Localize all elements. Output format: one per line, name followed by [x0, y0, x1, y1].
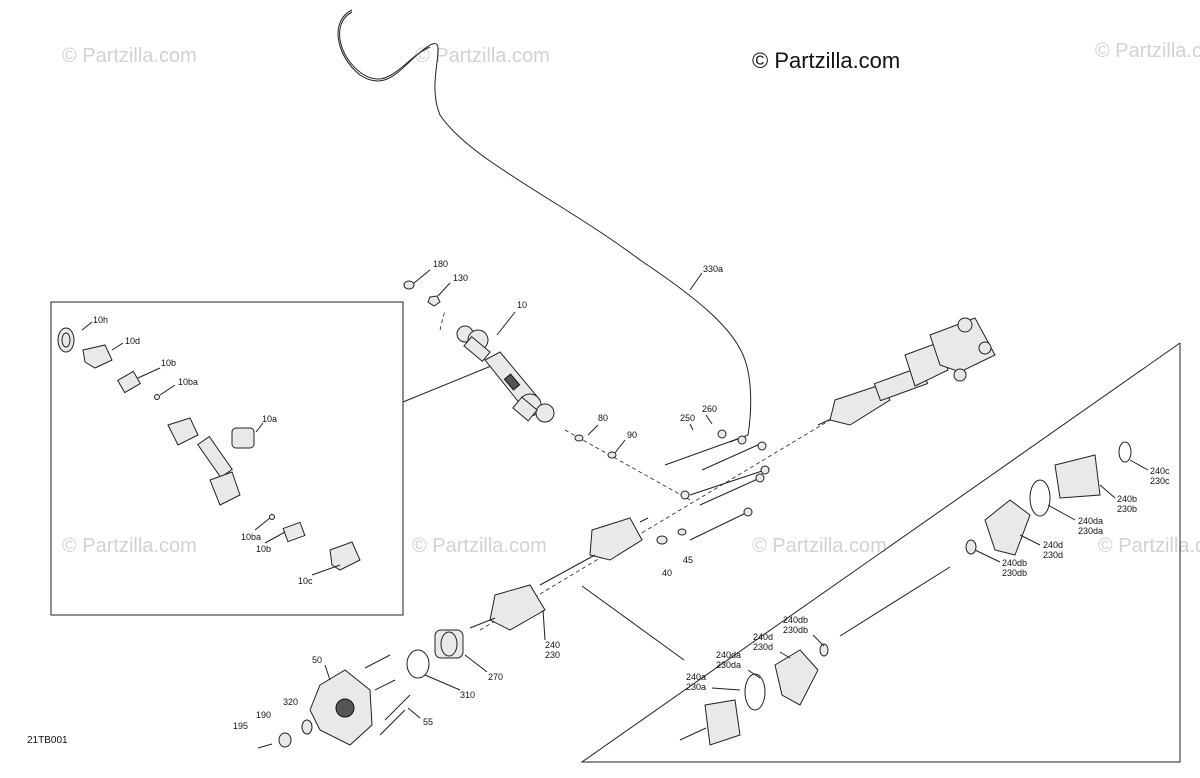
watermark-top-left: © Partzilla.com: [62, 45, 197, 67]
watermark-mid-left: © Partzilla.com: [62, 535, 197, 557]
callout-330a: 330a: [703, 264, 723, 274]
cable-330a: [337, 9, 752, 443]
axis-propshaft: [564, 429, 691, 501]
callout-240d-lower: 240d: [753, 632, 773, 642]
callout-45: 45: [683, 555, 693, 565]
callout-310: 310: [460, 690, 475, 700]
callout-240db-lower: 240db: [783, 615, 808, 625]
callout-10ba-lower: 10ba: [241, 532, 261, 542]
nuts-40-45: [656, 528, 687, 545]
front-drive-axle-upper: [817, 317, 996, 426]
callout-labels: 180 130 10 330a 80 90 250 260 40 45 240 …: [93, 259, 1170, 731]
callout-10b: 10b: [161, 358, 176, 368]
callout-240d: 240d: [1043, 540, 1063, 550]
detail-frame-right: [580, 342, 1181, 763]
callout-260: 260: [702, 404, 717, 414]
pin-195: [257, 743, 273, 749]
callout-10: 10: [517, 300, 527, 310]
bolt-80: [574, 434, 584, 442]
callout-230a: 230a: [686, 682, 706, 692]
front-drive-axle-240-230: [469, 517, 649, 631]
callout-50: 50: [312, 655, 322, 665]
brand-copyright: © Partzilla.com: [752, 48, 900, 73]
diagram-code: 21TB001: [27, 735, 68, 746]
watermark-mid-far-right: © Partzilla.com: [1098, 535, 1200, 557]
callout-leaders: [81, 269, 1149, 719]
callout-90: 90: [627, 430, 637, 440]
callout-10d: 10d: [125, 336, 140, 346]
callout-240: 240: [545, 640, 560, 650]
nut-190: [278, 732, 292, 748]
callout-195: 195: [233, 721, 248, 731]
callout-240b: 240b: [1117, 494, 1137, 504]
callout-230da-lower: 230da: [716, 660, 741, 670]
detail-inset-box: [50, 301, 404, 616]
watermark-top-center: © Partzilla.com: [415, 45, 550, 67]
callout-230da: 230da: [1078, 526, 1103, 536]
callout-10h: 10h: [93, 315, 108, 325]
washer-90: [607, 451, 617, 459]
callout-240c: 240c: [1150, 466, 1170, 476]
callout-240da: 240da: [1078, 516, 1103, 526]
callout-230d-lower: 230d: [753, 642, 773, 652]
callout-10b-lower: 10b: [256, 544, 271, 554]
callout-55: 55: [423, 717, 433, 727]
wheel-hub-50: [309, 654, 411, 746]
callout-40: 40: [662, 568, 672, 578]
callout-230db: 230db: [1002, 568, 1027, 578]
assembly-axis: [479, 419, 831, 631]
callout-10c: 10c: [298, 576, 313, 586]
callout-240da-lower: 240da: [716, 650, 741, 660]
cable-330a-edge: [339, 11, 431, 80]
callout-180: 180: [433, 259, 448, 269]
callout-80: 80: [598, 413, 608, 423]
detail-pointer-line: [581, 585, 685, 661]
bearing-270: [434, 629, 464, 659]
callout-240db: 240db: [1002, 558, 1027, 568]
washer-180: [403, 280, 415, 290]
watermark-mid-center: © Partzilla.com: [412, 535, 547, 557]
watermark-top-right: © Partzilla.com: [1095, 40, 1200, 62]
callout-320: 320: [283, 697, 298, 707]
callout-130: 130: [453, 273, 468, 283]
callout-230: 230: [545, 650, 560, 660]
callout-270: 270: [488, 672, 503, 682]
callout-230c: 230c: [1150, 476, 1170, 486]
nut-130: [427, 295, 441, 307]
propeller-shaft-10: [456, 325, 555, 423]
bolts-250-260: [664, 429, 770, 541]
axis-top: [439, 309, 446, 331]
callout-10ba: 10ba: [178, 377, 198, 387]
callout-240a: 240a: [686, 672, 706, 682]
callout-230d: 230d: [1043, 550, 1063, 560]
watermark-mid-right: © Partzilla.com: [752, 535, 887, 557]
detail-axle-parts: [679, 441, 1132, 746]
callout-230db-lower: 230db: [783, 625, 808, 635]
callout-10a: 10a: [262, 414, 277, 424]
circlip-310: [406, 649, 430, 679]
inset-parts: [57, 327, 361, 571]
callout-190: 190: [256, 710, 271, 720]
callout-230b: 230b: [1117, 504, 1137, 514]
callout-250: 250: [680, 413, 695, 423]
nut-320: [301, 719, 313, 735]
inset-pointer-line: [402, 363, 497, 403]
